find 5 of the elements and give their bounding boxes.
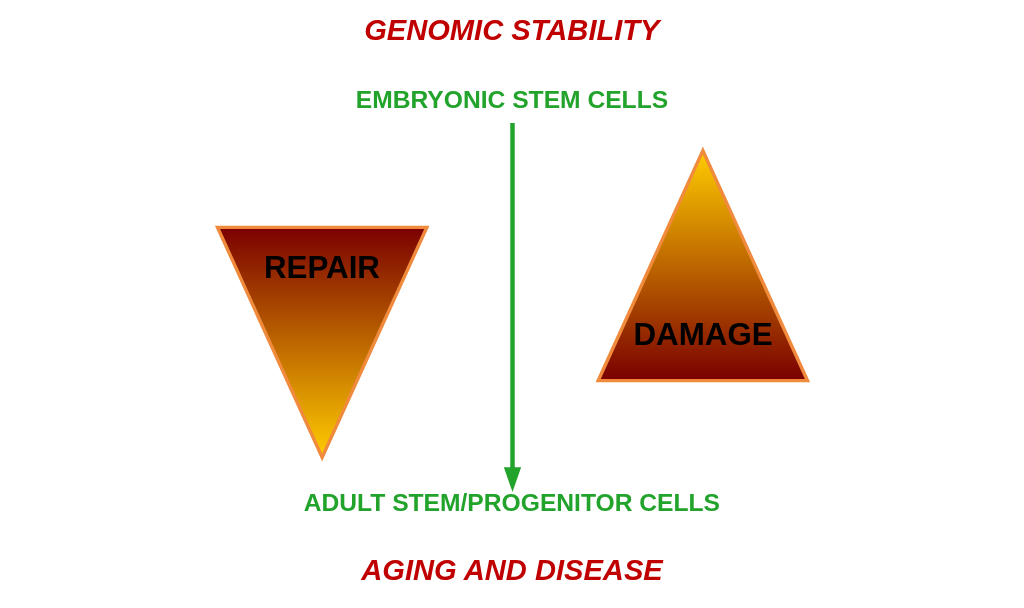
node-text: EMBRYONIC STEM CELLS bbox=[355, 85, 668, 113]
node-text: ADULT STEM/PROGENITOR CELLS bbox=[303, 488, 720, 516]
label: GENOMIC STABILITY bbox=[363, 13, 660, 46]
arrow bbox=[503, 122, 521, 493]
label: AGING AND DISEASE bbox=[360, 554, 663, 587]
